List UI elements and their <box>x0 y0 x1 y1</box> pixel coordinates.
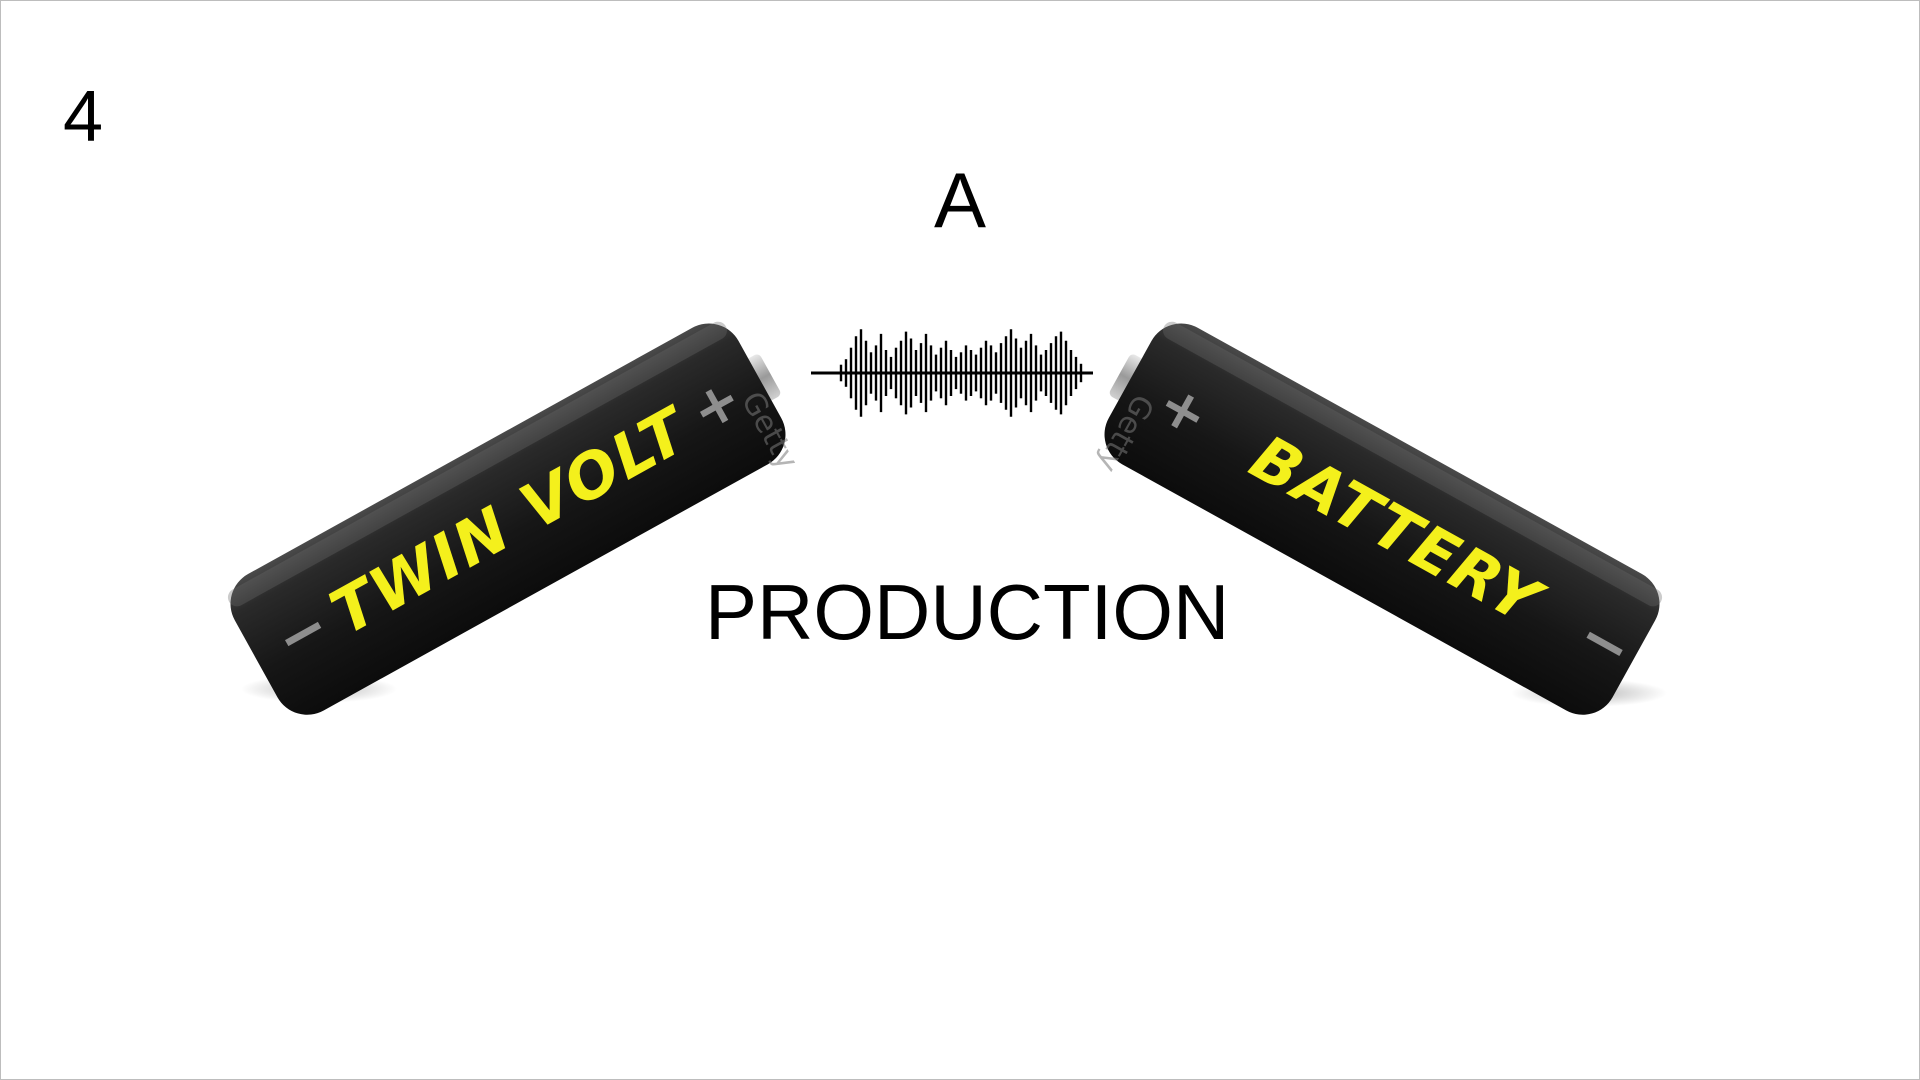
slide-number: 4 <box>63 77 104 157</box>
right-battery-body <box>1104 323 1660 715</box>
left-battery: − TWIN VOLT + Getty <box>227 321 805 715</box>
right-battery: + BATTERY − Getty <box>1090 321 1663 715</box>
sound-wave-icon <box>811 329 1093 417</box>
title-line-top: A <box>933 156 987 244</box>
right-battery-cap <box>1109 354 1144 401</box>
left-battery-body <box>230 323 786 715</box>
left-battery-cap <box>746 354 781 401</box>
title-line-bottom: PRODUCTION <box>705 568 1230 656</box>
